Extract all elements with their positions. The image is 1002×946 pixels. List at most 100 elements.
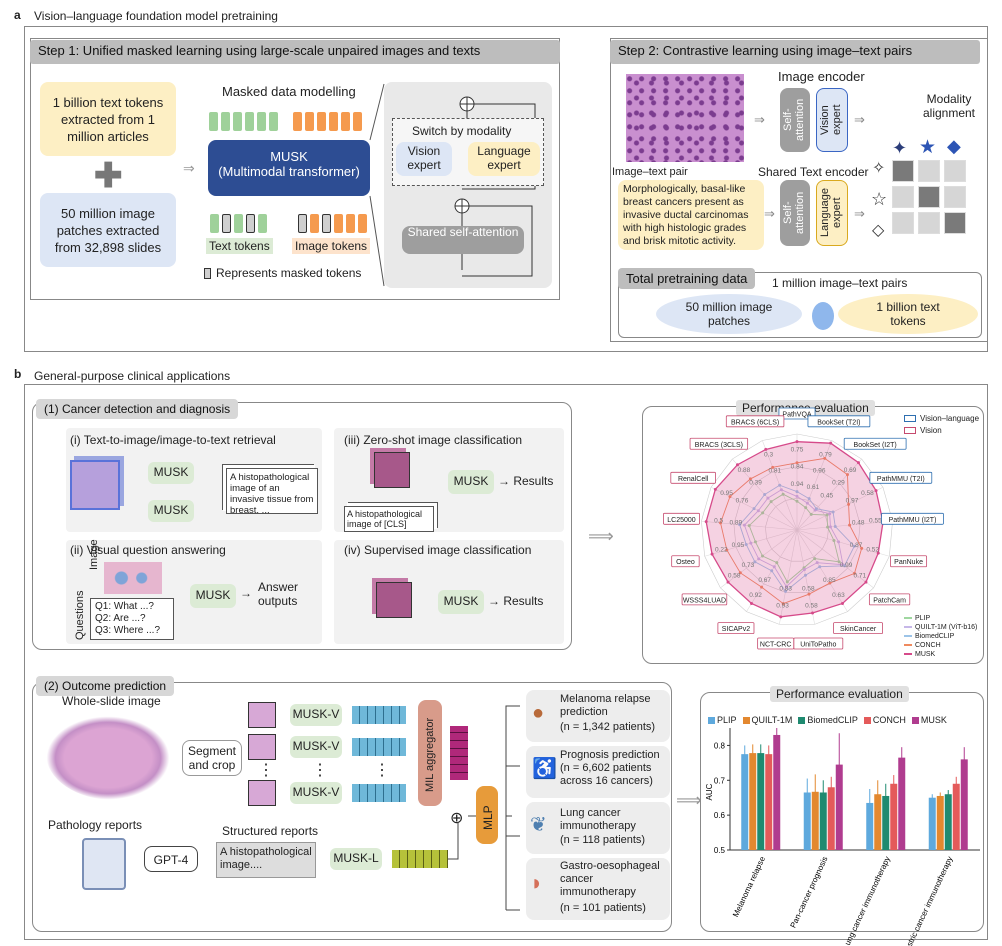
task-title: Prognosis prediction xyxy=(560,749,660,761)
output-token xyxy=(353,112,362,131)
radar-point xyxy=(852,571,856,575)
task-card xyxy=(526,746,670,798)
musk-v-box-2: MUSK-V xyxy=(290,736,342,758)
radar-value-label: 0.3 xyxy=(764,452,773,459)
radar-point xyxy=(811,611,815,615)
radar-point xyxy=(802,568,806,572)
vqa-title: (ii) Visual question answering xyxy=(70,543,226,557)
radar-value-label: 0.88 xyxy=(738,467,751,474)
radar-point xyxy=(719,521,723,525)
radar-axis-label: BookSet (I2T) xyxy=(854,442,897,449)
image-encoder-label: Image encoder xyxy=(778,69,865,84)
radar-point xyxy=(779,615,783,619)
radar-spoke xyxy=(796,529,815,625)
radar-series-quilt-1m-vit-b16- xyxy=(743,489,844,588)
radar-point xyxy=(848,523,852,527)
legend-swatch xyxy=(708,717,715,725)
bar-musk xyxy=(898,757,906,850)
bar-plip xyxy=(803,792,811,850)
zeroshot-title: (iii) Zero-shot image classification xyxy=(344,433,523,447)
section-a-letter: a xyxy=(14,8,21,22)
results-text: Results xyxy=(513,474,554,488)
patient-icon: ♿ xyxy=(532,758,557,780)
task-card xyxy=(526,858,670,920)
task-card xyxy=(526,690,670,742)
radar-value-label: 0.81 xyxy=(768,468,781,475)
star-icon: ✦ xyxy=(892,138,908,158)
radar-point xyxy=(864,580,868,584)
radar-point xyxy=(772,565,776,569)
radar-point xyxy=(856,461,860,465)
patch-image xyxy=(248,780,276,806)
histology-stack-image-2 xyxy=(374,452,410,488)
radar-axis-label: Osteo xyxy=(676,559,695,566)
radar-axis-box xyxy=(881,512,944,525)
radar-point xyxy=(842,564,846,568)
radar-point xyxy=(766,496,770,500)
radar-point xyxy=(781,602,785,606)
musk-box-3: MUSK xyxy=(448,470,494,494)
musk-subtitle: (Multimodal transformer) xyxy=(218,164,360,179)
radar-point xyxy=(738,523,742,527)
bar-conch xyxy=(890,783,898,850)
output-token xyxy=(317,112,326,131)
radar-point xyxy=(823,456,827,460)
masked-token xyxy=(222,214,231,233)
text-tokens-label: Text tokens xyxy=(206,238,273,254)
radar-spoke xyxy=(796,520,893,531)
radar-value-label: 0.96 xyxy=(813,468,826,475)
image-token xyxy=(346,214,355,233)
image-source-box: 50 million image patches extracted from … xyxy=(40,193,176,267)
masked-legend-icon xyxy=(204,268,211,279)
similarity-matrix xyxy=(892,160,970,238)
radar-point xyxy=(874,489,878,493)
radar-point xyxy=(747,524,751,528)
melanoma-icon: ● xyxy=(532,702,545,724)
radar-axis-label: PathVQA xyxy=(782,412,812,419)
switch-title: Switch by modality xyxy=(412,124,512,138)
radar-spoke xyxy=(796,458,862,531)
masked-token xyxy=(298,214,307,233)
arrow-icon: ⇒ xyxy=(854,112,865,127)
legend-label: PLIP xyxy=(717,715,737,725)
radar-axis-label: PathMMU (I2T) xyxy=(889,517,937,524)
legend-label: BiomedCLIP xyxy=(807,715,858,725)
legend-v-swatch xyxy=(904,427,916,434)
radar-spoke xyxy=(796,529,890,557)
musk-box-2: MUSK xyxy=(148,500,194,522)
radar-point xyxy=(761,511,765,515)
radar-value-label: 0.22 xyxy=(715,547,728,554)
vision-expert-box: Vision expert xyxy=(396,142,452,176)
radar-axis-box xyxy=(671,555,700,568)
sum-icon: ⊕ xyxy=(450,810,464,827)
legend-swatch xyxy=(904,644,912,647)
clipboard-icon xyxy=(82,838,126,890)
radar-point xyxy=(752,507,756,511)
arrow-right-icon: ⟹ xyxy=(676,790,702,810)
question-2: Q2: Are ...? xyxy=(95,613,146,624)
outcome-title: (2) Outcome prediction xyxy=(36,676,175,696)
wsi-image xyxy=(46,716,170,800)
radar-point xyxy=(852,544,856,548)
radar-point xyxy=(704,520,708,524)
legend-vl-swatch xyxy=(904,415,916,422)
bar-biomedclip xyxy=(944,794,952,850)
radar-legend-item: PLIP xyxy=(904,614,984,623)
star-icon: ★ xyxy=(919,137,937,158)
text-token xyxy=(210,214,219,233)
radar-point xyxy=(763,493,767,497)
radar-point xyxy=(748,477,752,481)
structured-text-card: A histopathological image.... xyxy=(216,842,316,878)
radar-point xyxy=(742,523,746,527)
modality-alignment-label: Modality alignment xyxy=(922,92,976,120)
gpt4-box: GPT-4 xyxy=(144,846,198,872)
arrow-icon: ⇒ xyxy=(854,206,865,221)
radar-point xyxy=(837,560,841,564)
total-data-title: Total pretraining data xyxy=(618,268,756,289)
radar-point xyxy=(785,580,789,584)
bar-conch xyxy=(765,754,773,850)
masked-token xyxy=(322,214,331,233)
